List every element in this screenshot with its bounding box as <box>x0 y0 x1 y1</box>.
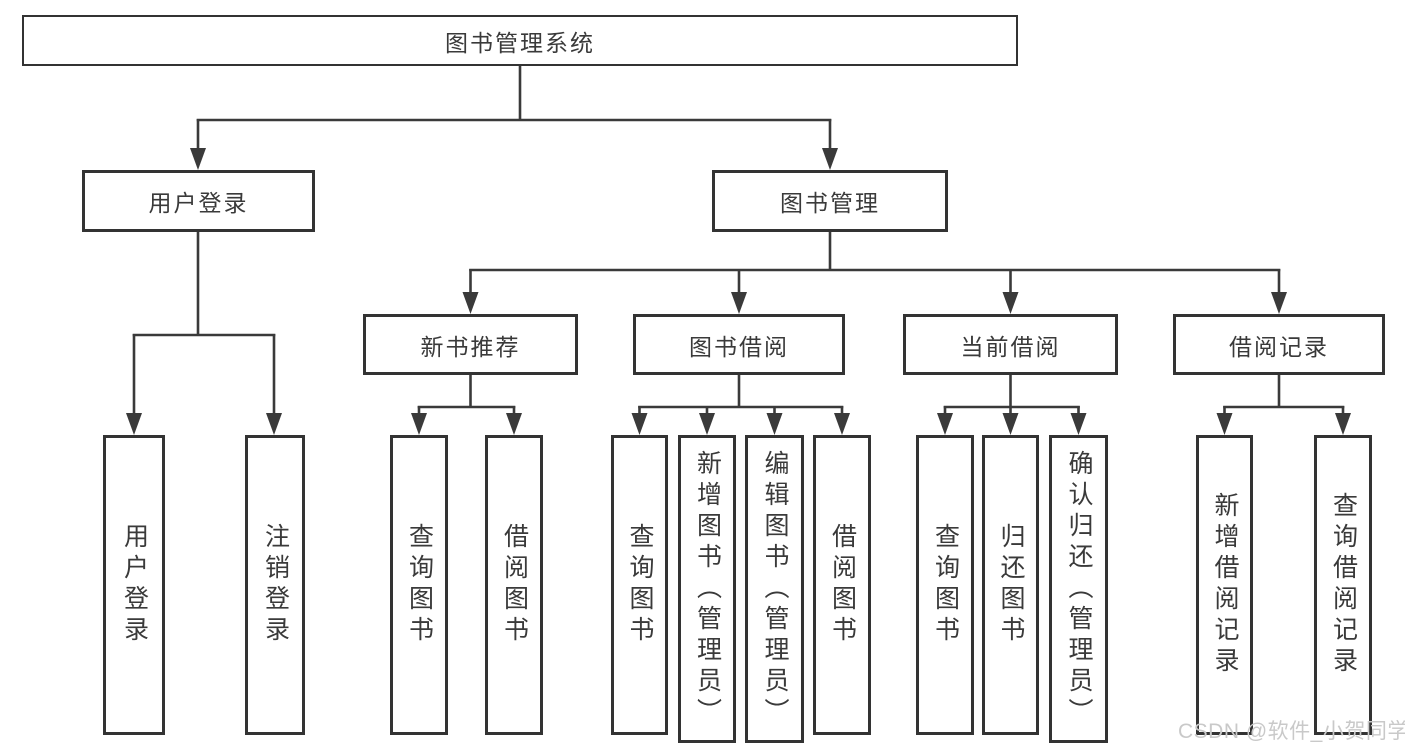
node-user-login: 用户登录 <box>82 170 315 232</box>
leaf-user-login: 用户登录 <box>103 435 165 735</box>
arrowhead <box>1002 413 1019 435</box>
arrowhead <box>462 292 479 314</box>
arrowhead <box>1335 413 1351 435</box>
leaf-confirm-return-admin: 确认归还（管理员） <box>1049 435 1108 743</box>
arrowhead <box>699 413 715 435</box>
leaf-borrow-books: 借阅图书 <box>813 435 871 735</box>
arrowhead <box>822 148 838 170</box>
arrowhead <box>190 148 206 170</box>
node-borrowing-records: 借阅记录 <box>1173 314 1385 375</box>
arrowhead <box>411 413 427 435</box>
arrowhead <box>631 413 648 435</box>
csdn-watermark: CSDN @软件_小贺同学 <box>1178 720 1405 743</box>
arrowhead <box>1070 413 1087 435</box>
arrowhead <box>126 413 142 435</box>
arrowhead <box>766 413 783 435</box>
arrowhead <box>731 292 747 314</box>
leaf-query-borrow-record: 查询借阅记录 <box>1314 435 1372 735</box>
leaf-logout: 注销登录 <box>245 435 305 735</box>
node-library-management-system: 图书管理系统 <box>22 15 1018 66</box>
leaf-add-books-admin: 新增图书（管理员） <box>678 435 736 743</box>
arrowhead <box>266 413 282 435</box>
leaf-return-books: 归还图书 <box>982 435 1039 735</box>
arrowhead <box>834 413 850 435</box>
arrowhead <box>1271 292 1287 314</box>
arrowhead <box>937 413 953 435</box>
leaf-query-books-current: 查询图书 <box>916 435 974 735</box>
node-new-book-recommendation: 新书推荐 <box>363 314 578 375</box>
leaf-query-books-recommend: 查询图书 <box>390 435 448 735</box>
arrowhead <box>1216 413 1233 435</box>
leaf-add-borrow-record: 新增借阅记录 <box>1196 435 1253 735</box>
arrowhead <box>506 413 522 435</box>
leaf-query-books-borrow: 查询图书 <box>611 435 668 735</box>
leaf-borrow-books-recommend: 借阅图书 <box>485 435 543 735</box>
leaf-edit-books-admin: 编辑图书（管理员） <box>745 435 804 743</box>
node-current-borrowing: 当前借阅 <box>903 314 1118 375</box>
arrowhead <box>1002 292 1019 314</box>
node-book-management: 图书管理 <box>712 170 948 232</box>
node-book-borrowing: 图书借阅 <box>633 314 845 375</box>
